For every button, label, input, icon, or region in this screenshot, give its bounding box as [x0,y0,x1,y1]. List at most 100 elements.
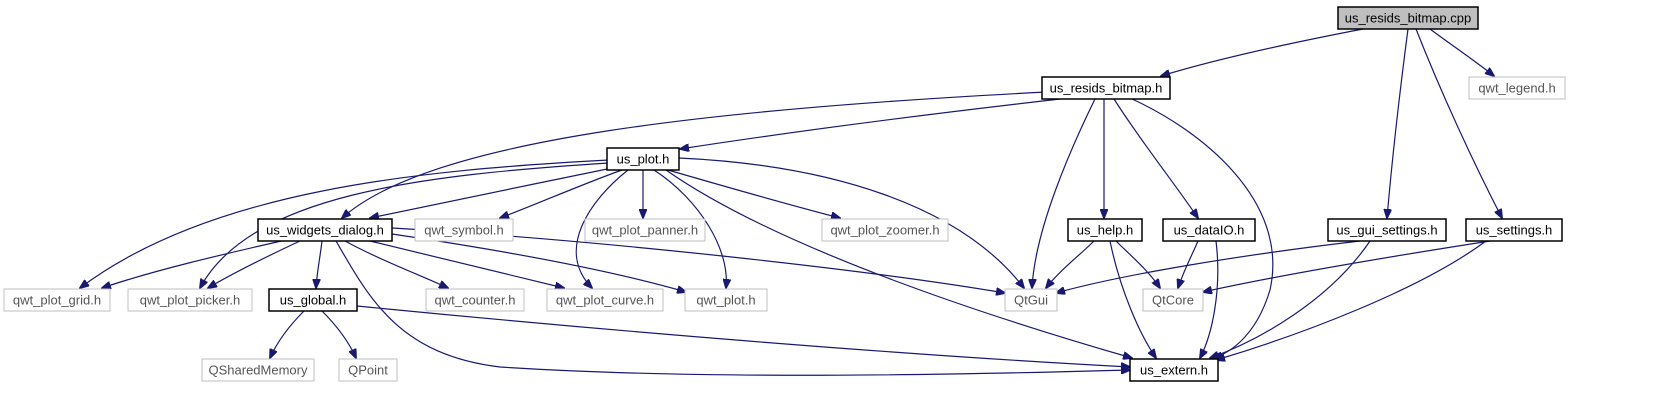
edge-us_resids_bitmap_cpp-to-qwt_legend_h [1429,28,1494,76]
node-label: qwt_plot.h [696,293,755,308]
node-label: QSharedMemory [209,363,308,378]
edge-us_dataIO_h-to-QtCore [1178,240,1199,288]
node-us_global_h[interactable]: us_global.h [268,288,358,312]
node-qwt_legend_h: qwt_legend.h [1468,76,1566,100]
node-QPoint: QPoint [338,358,398,382]
node-QtCore: QtCore [1142,288,1204,312]
edge-us_settings_h-to-us_extern_h [1216,240,1487,360]
node-qwt_plot_grid_h: qwt_plot_grid.h [3,288,111,312]
node-us_help_h[interactable]: us_help.h [1067,218,1143,242]
node-label: us_resids_bitmap.h [1050,81,1163,96]
node-box [1067,218,1143,242]
node-label: QtCore [1152,293,1194,308]
node-label: QPoint [348,363,388,378]
node-qwt_counter_h: qwt_counter.h [425,288,525,312]
node-box [1468,76,1566,100]
node-label: qwt_symbol.h [424,223,503,238]
node-box [414,218,514,242]
edge-us_resids_bitmap_h-to-us_extern_h [1131,98,1274,358]
edge-us_resids_bitmap_h-to-QtGui [1032,98,1096,288]
node-label: us_dataIO.h [1174,223,1245,238]
node-us_resids_bitmap_cpp[interactable]: us_resids_bitmap.cpp [1337,6,1479,30]
node-label: qwt_legend.h [1478,81,1555,96]
node-label: us_global.h [280,293,347,308]
node-label: us_extern.h [1140,363,1208,378]
node-label: qwt_plot_picker.h [140,293,240,308]
node-box [1162,218,1256,242]
edge-us_gui_settings_h-to-us_extern_h [1210,240,1371,358]
node-label: us_resids_bitmap.cpp [1345,11,1471,26]
node-label: us_widgets_dialog.h [266,223,384,238]
node-box [338,358,398,382]
edge-us_widgets_dialog_h-to-us_global_h [316,240,323,288]
node-box [201,358,315,382]
node-box [127,288,253,312]
node-box [257,218,393,242]
edge-us_plot_h-to-qwt_plot_h [653,169,726,288]
edge-us_help_h-to-us_extern_h [1109,240,1156,358]
node-box [268,288,358,312]
edge-us_plot_h-to-us_extern_h [665,169,1132,358]
edge-us_resids_bitmap_cpp-to-us_settings_h [1415,28,1502,218]
edge-us_resids_bitmap_cpp-to-us_resids_bitmap_h [1161,28,1364,76]
edge-us_widgets_dialog_h-to-qwt_plot_curve_h [369,240,564,288]
edge-us_help_h-to-QtCore [1115,240,1160,288]
edge-us_global_h-to-QSharedMemory [270,310,305,358]
node-label: us_settings.h [1476,223,1553,238]
node-box [546,288,664,312]
node-box [1129,358,1219,382]
node-us_settings_h[interactable]: us_settings.h [1465,218,1563,242]
edge-us_resids_bitmap_h-to-us_plot_h [680,98,1061,149]
node-us_widgets_dialog_h[interactable]: us_widgets_dialog.h [257,218,393,242]
node-box [1327,218,1447,242]
edge-us_resids_bitmap_h-to-us_widgets_dialog_h [342,91,1047,218]
edges-layer [80,28,1502,376]
node-label: us_gui_settings.h [1336,223,1437,238]
node-box [3,288,111,312]
node-label: qwt_plot_curve.h [556,293,654,308]
edge-us_gui_settings_h-to-QtGui [1056,240,1361,293]
node-qwt_plot_picker_h: qwt_plot_picker.h [127,288,253,312]
node-box [1465,218,1563,242]
edge-us_widgets_dialog_h-to-qwt_plot_picker_h [208,240,301,288]
node-box [606,147,680,171]
node-us_gui_settings_h[interactable]: us_gui_settings.h [1327,218,1447,242]
edge-us_plot_h-to-qwt_symbol_h [500,169,623,218]
edge-us_plot_h-to-qwt_plot_grid_h [80,159,610,288]
edge-us_help_h-to-QtGui [1046,240,1095,288]
node-qwt_symbol_h: qwt_symbol.h [414,218,514,242]
node-us_dataIO_h[interactable]: us_dataIO.h [1162,218,1256,242]
node-label: qwt_plot_zoomer.h [830,223,939,238]
edge-us_global_h-to-QPoint [321,310,356,358]
node-label: us_help.h [1077,223,1133,238]
node-qwt_plot_zoomer_h: qwt_plot_zoomer.h [821,218,949,242]
edge-us_plot_h-to-us_widgets_dialog_h [370,167,613,218]
edge-us_global_h-to-us_extern_h [356,305,1130,367]
node-qwt_plot_panner_h: qwt_plot_panner.h [584,218,706,242]
edge-us_plot_h-to-qwt_plot_curve_h [575,169,629,288]
edge-us_resids_bitmap_cpp-to-us_gui_settings_h [1387,28,1409,218]
node-qwt_plot_h: qwt_plot.h [684,288,768,312]
node-QtGui: QtGui [1004,288,1058,312]
edge-us_plot_h-to-QtGui [678,157,1024,288]
edge-us_settings_h-to-QtCore [1203,240,1491,292]
node-us_extern_h[interactable]: us_extern.h [1129,358,1219,382]
edge-us_dataIO_h-to-us_extern_h [1200,240,1219,358]
node-us_resids_bitmap_h[interactable]: us_resids_bitmap.h [1041,76,1171,100]
edge-us_plot_h-to-qwt_plot_zoomer_h [667,169,840,218]
node-us_plot_h[interactable]: us_plot.h [606,147,680,171]
node-box [425,288,525,312]
node-label: qwt_plot_grid.h [13,293,101,308]
edge-us_widgets_dialog_h-to-qwt_counter_h [344,240,448,288]
node-box [1142,288,1204,312]
node-QSharedMemory: QSharedMemory [201,358,315,382]
node-box [584,218,706,242]
node-box [1041,76,1171,100]
node-label: qwt_counter.h [435,293,516,308]
node-label: us_plot.h [617,152,670,167]
node-box [821,218,949,242]
node-label: QtGui [1014,293,1048,308]
node-box [1004,288,1058,312]
node-box [1337,6,1479,30]
